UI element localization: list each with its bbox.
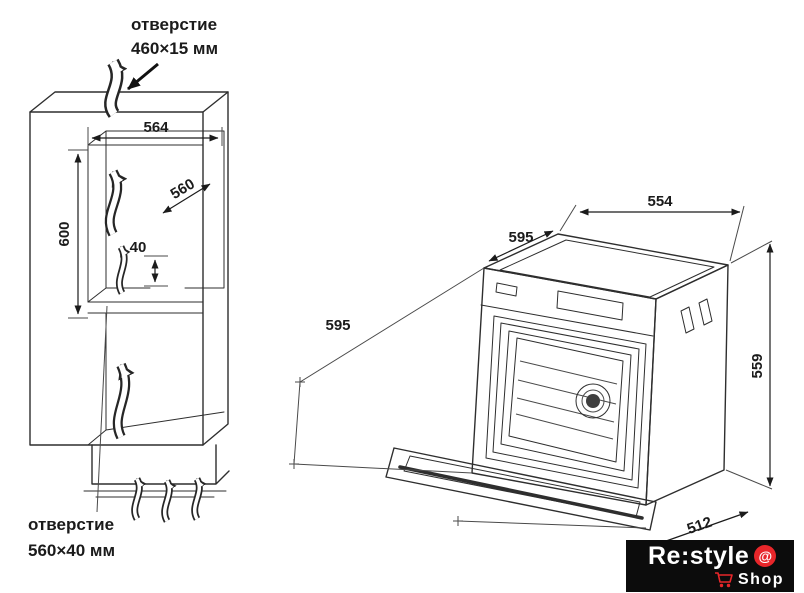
panel-button [495,282,518,297]
cabinet-airflow-arrows [104,58,207,523]
logo-brand-text: Re:style [648,541,750,570]
logo-at-badge: @ [754,545,777,567]
dim-564-label: 564 [143,119,169,136]
door-handle [398,465,644,520]
dim-512-label: 512 [685,514,714,538]
top-opening-label: отверстие [131,15,217,34]
control-panel-divider [480,304,654,337]
top-opening-size: 460×15 мм [131,39,218,58]
dim-559-label: 559 [749,353,766,378]
restyle-shop-logo: Re:style @ Shop [626,540,794,592]
dim-554-label: 554 [647,193,673,210]
bottom-opening-label: отверстие [28,515,114,534]
dim-40-label: 40 [130,239,147,256]
bottom-opening-leader [96,305,108,513]
dim-600-label: 600 [56,221,73,246]
panel-display [556,290,624,321]
cabinet-dimensions: 564 600 560 40 отверстие 460×15 мм отвер… [28,15,223,560]
fan-icon [575,383,611,419]
dim-595-left-label: 595 [325,317,350,334]
logo-shop-text: Shop [738,570,784,588]
oven-door [385,447,657,531]
dim-560-label: 560 [168,175,198,202]
projection-ticks [289,377,463,526]
dim-595-top-label: 595 [508,229,533,246]
oven-dimensions: 554 595 595 559 512 [289,193,774,547]
cabinet-structure [29,91,230,498]
bottom-opening-size: 560×40 мм [28,541,115,560]
top-label-arrow [127,62,159,91]
side-vent-slots [680,298,713,334]
oven-structure [471,233,729,506]
oven-racks [515,360,618,440]
cart-icon [714,571,734,588]
